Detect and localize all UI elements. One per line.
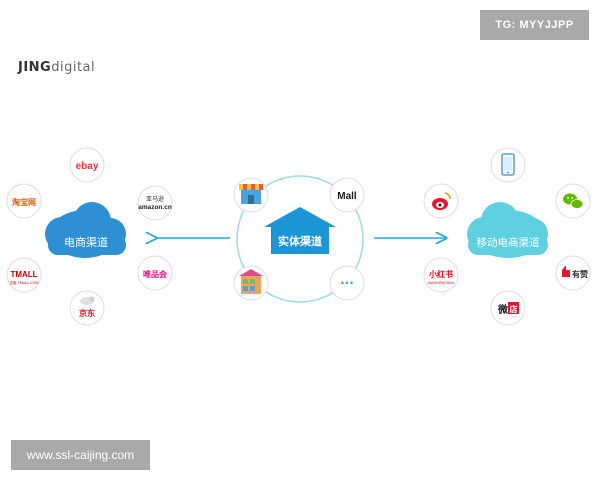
weibo-icon xyxy=(432,192,451,210)
xiaohongshu-node: 小红书 XIAOHONGSHU xyxy=(423,257,459,293)
more-label: ··· xyxy=(340,276,354,290)
market-icon xyxy=(239,269,263,294)
jd-node: 京东 xyxy=(69,290,105,326)
center-ring xyxy=(236,175,364,303)
market-node xyxy=(233,265,269,301)
wechat-icon xyxy=(563,193,584,209)
youzan-logo: 有赞 xyxy=(572,269,588,279)
weidian-node: 微 店 xyxy=(490,290,526,326)
weidian-badge: 店 xyxy=(510,304,518,314)
mall-label: Mall xyxy=(337,191,357,202)
center-house: 实体渠道 xyxy=(264,207,336,254)
center-label: 实体渠道 xyxy=(278,234,322,248)
left-cloud: 电商渠道 xyxy=(45,202,126,258)
weidian-badge-bg xyxy=(508,302,519,314)
right-cloud-label: 移动电商渠道 xyxy=(477,236,540,249)
ebay-node: ebay xyxy=(69,147,105,183)
tg-badge: TG: MYYJJPP xyxy=(480,10,589,40)
mall-node: Mall xyxy=(329,177,365,213)
mobile-node xyxy=(490,147,526,183)
store-icon xyxy=(239,184,263,204)
weibo-node xyxy=(423,183,459,219)
amazon-node: 亚马逊 amazon.cn xyxy=(137,185,173,221)
watermark: www.ssl-caijing.com xyxy=(11,440,150,470)
vip-node: 唯品会 xyxy=(137,255,173,291)
youzan-node: 有赞 xyxy=(555,255,591,291)
amazon-logo: amazon.cn xyxy=(138,204,172,211)
jd-logo: 京东 xyxy=(79,308,95,318)
jd-dog-icon xyxy=(80,296,95,305)
weidian-logo: 微 xyxy=(497,303,509,316)
tmall-node: TMALL 天猫 TMALL.COM xyxy=(6,257,42,293)
more-node: ··· xyxy=(329,265,365,301)
ebay-logo: ebay xyxy=(76,161,99,172)
vip-logo: 唯品会 xyxy=(143,269,167,279)
brand-logo: JINGdigital xyxy=(18,60,95,75)
left-cloud-label: 电商渠道 xyxy=(64,235,108,249)
tmall-sub: 天猫 TMALL.COM xyxy=(10,280,39,285)
taobao-node: 淘宝网 xyxy=(6,183,42,219)
brand-light: digital xyxy=(51,60,96,75)
right-cloud: 移动电商渠道 xyxy=(467,202,548,258)
store-node xyxy=(233,177,269,213)
wechat-node xyxy=(555,183,591,219)
xiaohongshu-logo: 小红书 xyxy=(428,269,453,279)
youzan-thumb-icon xyxy=(562,266,570,277)
mobile-phone-icon xyxy=(501,153,515,176)
amazon-cn-label: 亚马逊 xyxy=(146,195,164,203)
tmall-logo: TMALL xyxy=(10,270,37,279)
brand-strong: JING xyxy=(18,60,52,75)
taobao-logo: 淘宝网 xyxy=(12,197,36,207)
xiaohongshu-sub: XIAOHONGSHU xyxy=(428,281,455,285)
